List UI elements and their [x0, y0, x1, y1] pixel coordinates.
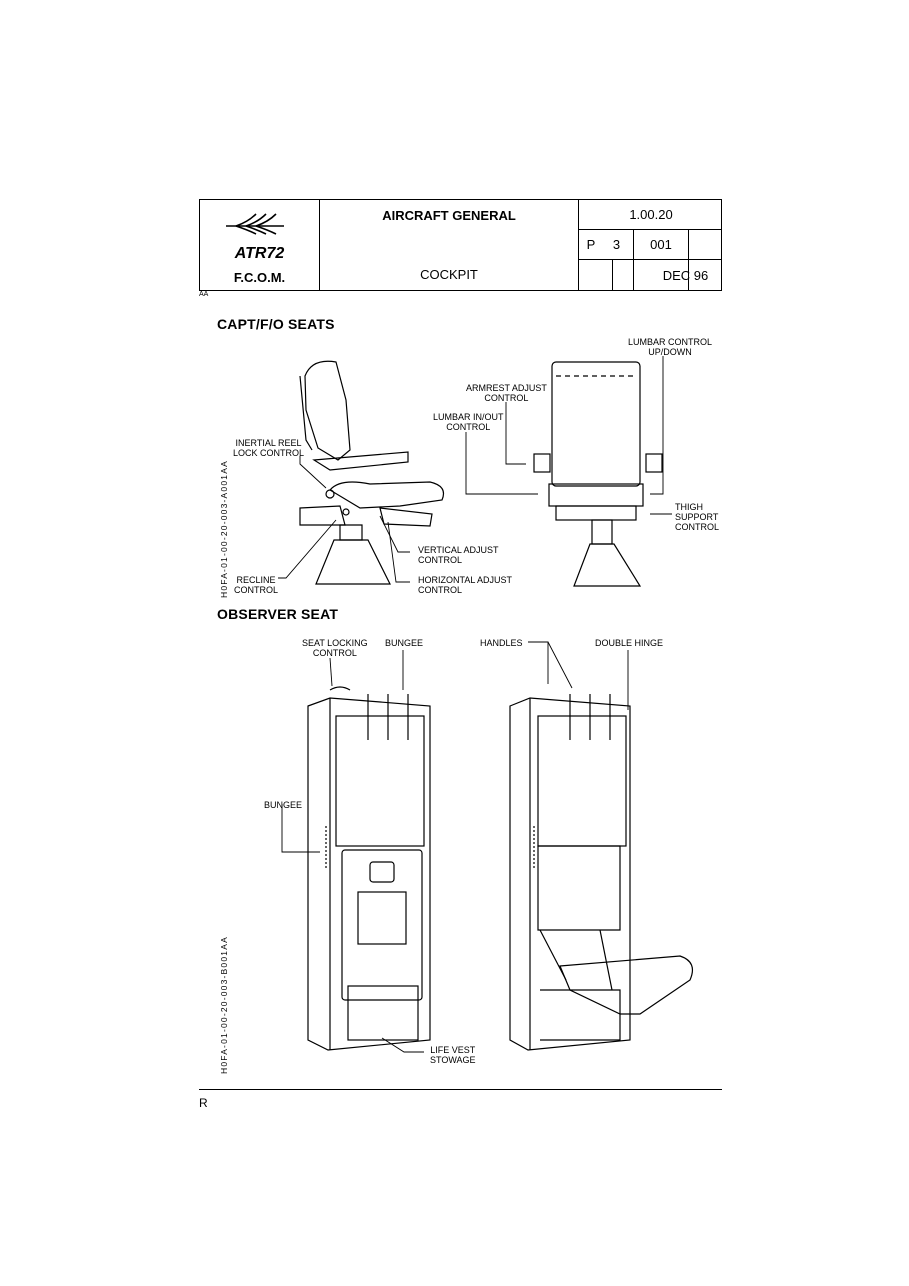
label-vertical-adjust: VERTICAL ADJUST CONTROL — [418, 545, 499, 565]
section-title-observer-seat: OBSERVER SEAT — [217, 606, 339, 622]
section-title-capt-seats: CAPT/F/O SEATS — [217, 316, 335, 332]
label-armrest-adjust: ARMREST ADJUST CONTROL — [466, 383, 547, 403]
label-inertial-reel: INERTIAL REEL LOCK CONTROL — [233, 438, 305, 458]
captain-seat-front-view — [533, 361, 663, 587]
page-subtitle: COCKPIT — [420, 266, 478, 282]
observer-seat-deployed — [509, 694, 693, 1051]
label-double-hinge: DOUBLE HINGE — [595, 638, 664, 648]
label-lumbar-updown: LUMBAR CONTROL UP/DOWN — [628, 337, 713, 357]
page-prefix: P — [586, 237, 596, 252]
sequence-number: 001 — [650, 237, 672, 252]
label-bungee-side: BUNGEE — [264, 800, 303, 810]
atr-logo-icon — [226, 213, 284, 235]
label-thigh-support: THIGH SUPPORT CONTROL — [675, 502, 720, 532]
observer-seat-stowed — [307, 686, 431, 1051]
label-recline: RECLINE CONTROL — [234, 575, 279, 595]
revision-date: DEC 96 — [662, 267, 709, 283]
leader-lines — [278, 356, 672, 1053]
logo-text: ATR72 — [234, 245, 285, 262]
manual-name: F.C.O.M. — [233, 269, 286, 285]
label-seat-locking: SEAT LOCKING CONTROL — [302, 638, 368, 658]
revision-mark: R — [199, 1096, 208, 1110]
figure-code-observer: H0FA-01-00-20-003-B001AA — [219, 936, 229, 1074]
label-horizontal-adjust: HORIZONTAL ADJUST CONTROL — [418, 575, 513, 595]
label-bungee-top: BUNGEE — [385, 638, 424, 648]
captain-seat-side-view — [299, 360, 445, 585]
footer-rule — [199, 1089, 722, 1090]
top-marker: AA — [199, 291, 209, 298]
page-title: AIRCRAFT GENERAL — [382, 207, 516, 223]
header-block: ATR72 F.C.O.M. AIRCRAFT GENERAL COCKPIT … — [199, 199, 722, 291]
page-number: 3 — [612, 237, 621, 252]
label-lumbar-inout: LUMBAR IN/OUT CONTROL — [433, 412, 504, 432]
label-life-vest: LIFE VEST STOWAGE — [430, 1045, 476, 1065]
section-number: 1.00.20 — [629, 207, 673, 222]
label-handles: HANDLES — [480, 638, 523, 648]
figure-code-seats: H0FA-01-00-20-003-A001AA — [219, 460, 229, 598]
